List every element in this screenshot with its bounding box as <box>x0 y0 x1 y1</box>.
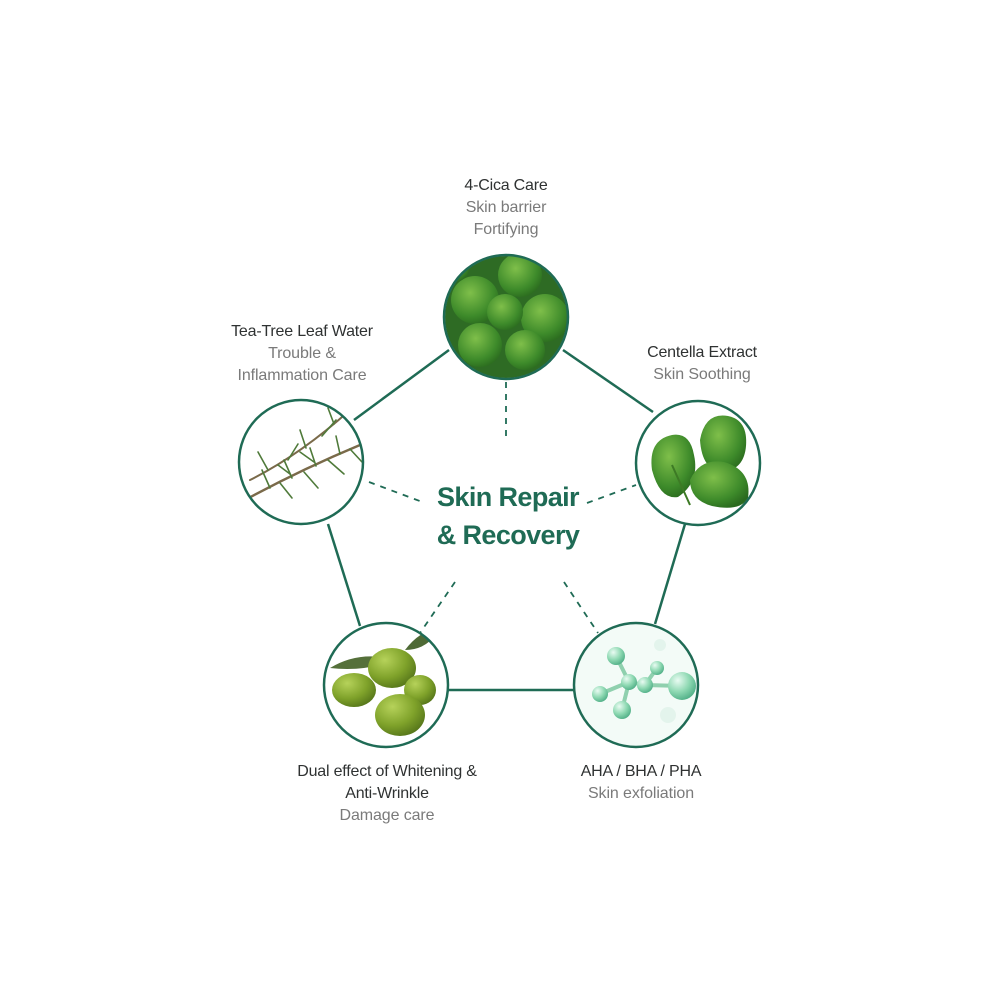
center-title-line1: Skin Repair <box>437 482 580 512</box>
label-olive-title2: Anti-Wrinkle <box>345 785 429 802</box>
edge-top-right <box>562 348 654 414</box>
label-centella-title: Centella Extract <box>647 344 757 361</box>
label-olive-sub1: Damage care <box>339 807 435 824</box>
node-teatree-ring <box>237 398 365 526</box>
label-olive-title1: Dual effect of Whitening & <box>297 763 477 780</box>
node-aha-image <box>572 621 700 749</box>
spoke-bottom-left <box>419 581 456 634</box>
pentagon-edges <box>326 348 687 692</box>
node-centella-ring <box>634 399 762 527</box>
label-cica: 4-Cica Care Skin barrier Fortifying <box>406 175 606 241</box>
label-teatree-title: Tea-Tree Leaf Water <box>231 323 373 340</box>
node-teatree-image <box>237 398 365 526</box>
node-aha-ring <box>572 621 700 749</box>
label-centella-sub1: Skin Soothing <box>653 366 751 383</box>
label-aha-title: AHA / BHA / PHA <box>580 763 702 780</box>
dashed-spokes <box>368 382 637 634</box>
node-olive-image <box>322 621 450 749</box>
center-title: Skin Repair & Recovery <box>380 478 636 554</box>
label-aha: AHA / BHA / PHA Skin exfoliation <box>531 761 751 805</box>
label-teatree-sub2: Inflammation Care <box>237 367 367 384</box>
spoke-left <box>368 481 426 504</box>
label-cica-sub2: Fortifying <box>473 221 539 238</box>
label-cica-title: 4-Cica Care <box>464 177 548 194</box>
label-teatree: Tea-Tree Leaf Water Trouble & Inflammati… <box>196 321 408 387</box>
label-centella: Centella Extract Skin Soothing <box>600 342 804 386</box>
node-olive-ring <box>322 621 450 749</box>
label-teatree-sub1: Trouble & <box>268 345 336 362</box>
edge-top-left <box>353 348 450 422</box>
edge-left-bottom <box>326 523 362 627</box>
label-cica-sub1: Skin barrier <box>465 199 547 216</box>
node-centella-image <box>634 399 762 527</box>
spoke-right <box>586 484 637 504</box>
label-olive: Dual effect of Whitening & Anti-Wrinkle … <box>262 761 512 827</box>
node-cica-ring <box>442 253 570 381</box>
node-cica-image <box>442 253 570 381</box>
center-title-line2: & Recovery <box>436 520 580 550</box>
spoke-bottom-right <box>563 581 599 634</box>
label-aha-sub1: Skin exfoliation <box>587 785 695 802</box>
edge-right-bottom <box>653 523 687 625</box>
